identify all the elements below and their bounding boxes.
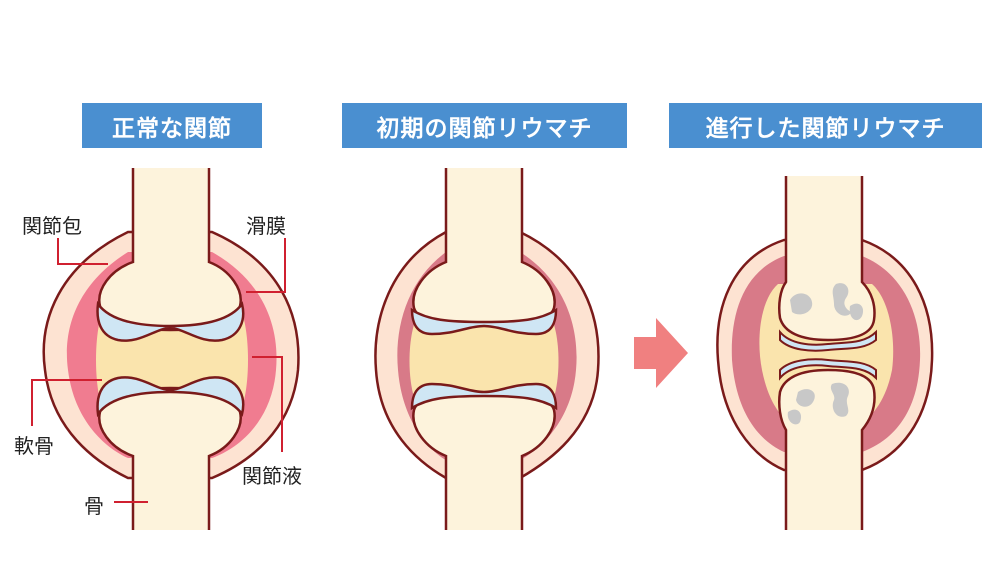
bone-erosions bbox=[787, 283, 864, 425]
label-bone: 骨 bbox=[84, 494, 104, 518]
early-ra-joint bbox=[374, 168, 600, 530]
erosion-spot bbox=[790, 293, 813, 315]
title-early-ra: 初期の関節リウマチ bbox=[342, 103, 627, 148]
title-normal-joint: 正常な関節 bbox=[82, 103, 262, 148]
upper-cartilage bbox=[410, 307, 558, 336]
upper-bone bbox=[98, 168, 242, 332]
erosion-spot bbox=[849, 303, 864, 321]
leader-fluid bbox=[252, 356, 283, 452]
label-capsule: 関節包 bbox=[22, 214, 82, 238]
leader-synovium bbox=[246, 238, 286, 293]
label-synovium: 滑膜 bbox=[246, 214, 286, 238]
label-synovial-fluid: 関節液 bbox=[242, 464, 302, 488]
leader-lines bbox=[31, 238, 286, 503]
lower-bone bbox=[98, 386, 242, 530]
lower-cartilage bbox=[96, 376, 245, 418]
advanced-ra-joint bbox=[716, 176, 934, 530]
progression-arrow-icon bbox=[634, 318, 688, 388]
lower-cartilage-thin bbox=[779, 358, 877, 381]
normal-joint bbox=[42, 168, 300, 530]
lower-cartilage bbox=[410, 382, 558, 411]
upper-cartilage bbox=[96, 300, 245, 342]
title-advanced-ra: 進行した関節リウマチ bbox=[669, 103, 982, 148]
upper-cartilage-thin bbox=[779, 329, 877, 352]
leader-cartilage bbox=[31, 379, 102, 426]
erosion-spot bbox=[796, 389, 815, 407]
leader-capsule bbox=[57, 238, 108, 265]
erosion-spot bbox=[787, 409, 802, 425]
lower-bone-eroded bbox=[778, 368, 876, 530]
label-cartilage: 軟骨 bbox=[14, 434, 54, 458]
erosion-spot bbox=[830, 382, 849, 417]
erosion-spot bbox=[832, 283, 852, 316]
